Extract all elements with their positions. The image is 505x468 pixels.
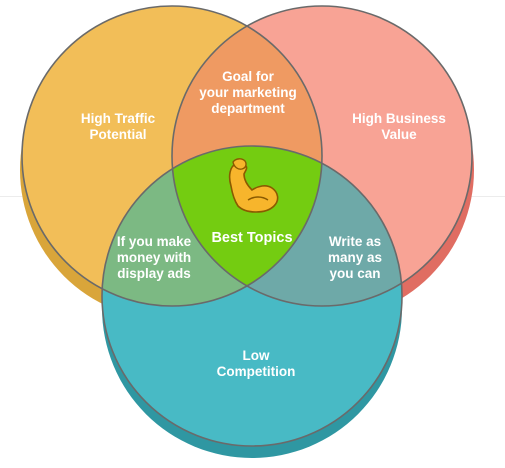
- business-outline: [171, 5, 473, 307]
- competition-outline: [101, 145, 403, 447]
- business-label: High Business Value: [352, 111, 446, 142]
- overlap-traffic-business-label: Goal for your marketing department: [199, 69, 297, 116]
- traffic-outline: [21, 5, 323, 307]
- best-topics-label: Best Topics: [211, 230, 293, 246]
- traffic-label: High Traffic Potential: [80, 111, 156, 142]
- overlap-business-competition-label: Write as many as you can: [327, 234, 383, 281]
- overlap-traffic-competition-label: If you make money with display ads: [116, 234, 192, 281]
- flexed-biceps-icon: [228, 158, 279, 213]
- competition-label: Low Competition: [216, 348, 296, 379]
